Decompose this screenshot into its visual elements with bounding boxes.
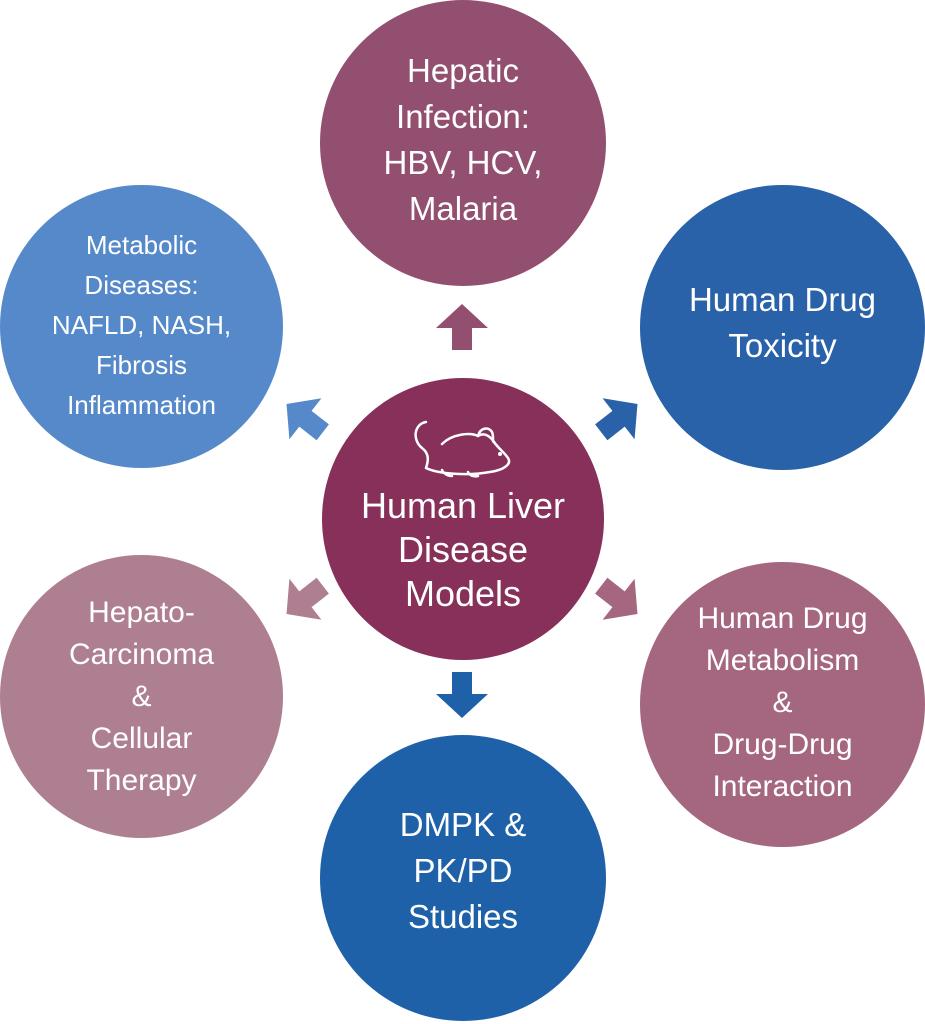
node-label-line: Hepatic <box>407 52 519 89</box>
node-label-line: Diseases: <box>84 269 199 300</box>
node-label-line: NAFLD, NASH, <box>51 309 232 340</box>
center-label-line: Human Liver <box>360 485 566 526</box>
node-label-line: Human Drug <box>697 601 868 635</box>
node-metabolic-diseases: Metabolic Diseases: NAFLD, NASH, Fibrosi… <box>0 185 283 468</box>
node-dmpk-studies: DMPK & PK/PD Studies <box>320 735 606 1021</box>
center-label-line: Disease <box>397 529 529 570</box>
node-label-line: Hepato- <box>88 595 195 629</box>
node-label-line: PK/PD <box>413 852 513 889</box>
node-label-line: Metabolism <box>705 643 860 677</box>
center-node: Human Liver Disease Models <box>322 378 604 660</box>
node-hepatic-infection: Hepatic Infection: HBV, HCV, Malaria <box>320 0 606 286</box>
node-label-line: Studies <box>407 898 519 935</box>
node-label-line: Drug-Drug <box>712 727 853 761</box>
node-drug-metabolism: Human Drug Metabolism & Drug-Drug Intera… <box>640 562 925 847</box>
node-label-line: & <box>772 685 793 719</box>
node-label-line: & <box>131 679 152 713</box>
node-label-line: Human Drug <box>688 280 877 318</box>
node-label-line: Fibrosis <box>95 349 187 380</box>
node-label-line: Infection: <box>396 98 530 135</box>
node-label-line: Toxicity <box>728 326 837 364</box>
arrow-to-dmpk-studies <box>436 672 488 718</box>
arrow-to-human-drug-toxicity <box>595 398 638 441</box>
node-human-drug-toxicity: Human Drug Toxicity <box>640 185 925 470</box>
node-label-line: Inflammation <box>67 389 216 420</box>
arrow-to-hepato-carcinoma <box>286 577 329 620</box>
node-label-line: Cellular <box>90 721 193 755</box>
node-hepato-carcinoma: Hepato- Carcinoma & Cellular Therapy <box>0 555 283 838</box>
arrow-to-metabolic-diseases <box>286 398 329 441</box>
node-label-line: Metabolic <box>85 229 198 260</box>
arrow-to-hepatic-infection <box>436 304 488 350</box>
node-label-line: Malaria <box>408 190 518 227</box>
node-label-line: Interaction <box>712 769 853 803</box>
node-label-line: Carcinoma <box>68 637 215 671</box>
node-label-line: HBV, HCV, <box>383 144 543 181</box>
node-label-line: Therapy <box>86 763 197 797</box>
center-label-line: Models <box>404 573 522 614</box>
node-label-line: DMPK & <box>399 806 527 843</box>
arrow-to-drug-metabolism <box>595 577 638 620</box>
mouse-icon <box>414 420 511 478</box>
